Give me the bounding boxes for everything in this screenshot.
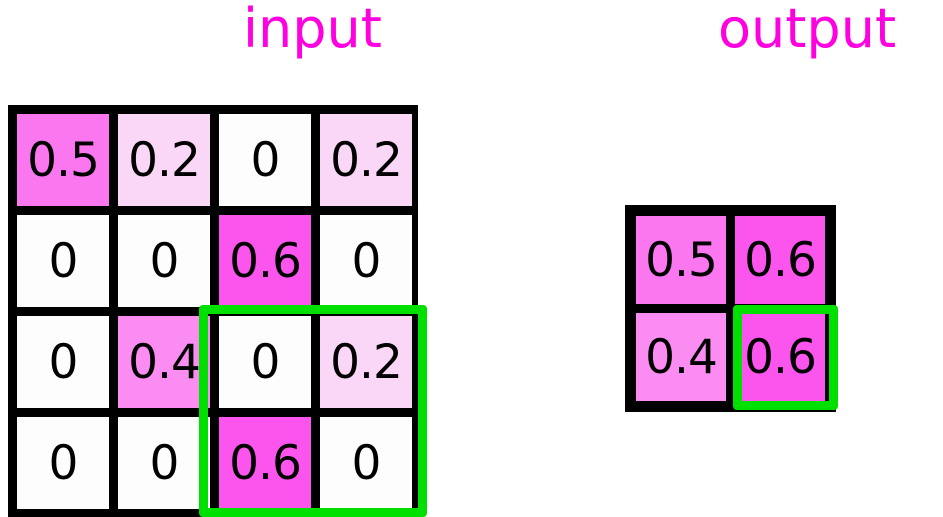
output-cell-value: 0.6: [744, 329, 817, 385]
input-cell-r3c4: 0.2: [320, 316, 412, 408]
input-cell-r3c2: 0.4: [118, 316, 210, 408]
input-cell-value: 0.2: [330, 334, 403, 390]
input-cell-r3c3: 0: [219, 316, 311, 408]
input-cell-r4c4: 0: [320, 417, 412, 509]
input-cell-r1c1: 0.5: [17, 114, 109, 206]
output-cell-r1c2: 0.6: [735, 216, 825, 304]
input-title: input: [243, 0, 382, 60]
input-cell-r1c3: 0: [219, 114, 311, 206]
input-cell-r2c3: 0.6: [219, 215, 311, 307]
input-cell-r2c1: 0: [17, 215, 109, 307]
input-cell-value: 0: [250, 132, 281, 188]
input-cell-value: 0.6: [229, 435, 302, 491]
input-cell-r2c4: 0: [320, 215, 412, 307]
output-cell-r1c1: 0.5: [636, 216, 726, 304]
output-title: output: [718, 0, 897, 60]
output-cell-r2c1: 0.4: [636, 313, 726, 401]
input-cell-r4c3: 0.6: [219, 417, 311, 509]
input-cell-value: 0.6: [229, 233, 302, 289]
input-grid: 0.5 0.2 0 0.2 0 0 0.6 0 0 0.4 0 0.2 0 0 0.6 0: [8, 105, 418, 517]
output-cell-value: 0.6: [744, 232, 817, 288]
output-grid: 0.5 0.6 0.4 0.6: [625, 205, 836, 412]
input-cell-value: 0.4: [128, 334, 201, 390]
output-cell-r2c2: 0.6: [735, 313, 825, 401]
input-cell-value: 0.5: [27, 132, 100, 188]
input-cell-r3c1: 0: [17, 316, 109, 408]
input-cell-value: 0.2: [128, 132, 201, 188]
input-cell-r1c2: 0.2: [118, 114, 210, 206]
input-cell-value: 0: [149, 435, 180, 491]
input-cell-value: 0: [149, 233, 180, 289]
input-cell-r4c2: 0: [118, 417, 210, 509]
input-cell-r4c1: 0: [17, 417, 109, 509]
input-cell-r1c4: 0.2: [320, 114, 412, 206]
input-cell-value: 0: [351, 233, 382, 289]
input-cell-value: 0: [250, 334, 281, 390]
input-cell-value: 0: [48, 233, 79, 289]
input-cell-value: 0.2: [330, 132, 403, 188]
input-cell-value: 0: [351, 435, 382, 491]
input-cell-r2c2: 0: [118, 215, 210, 307]
output-cell-value: 0.4: [645, 329, 718, 385]
input-cell-value: 0: [48, 435, 79, 491]
input-cell-value: 0: [48, 334, 79, 390]
output-cell-value: 0.5: [645, 232, 718, 288]
